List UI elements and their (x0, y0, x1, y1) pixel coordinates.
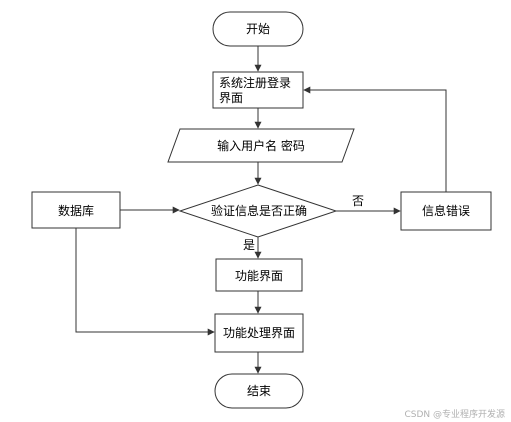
database-label: 数据库 (58, 203, 94, 218)
register-login-node (212, 71, 304, 109)
edge-yes-label: 是 (243, 238, 255, 252)
register-login-label-line1: 系统注册登录 (219, 75, 291, 90)
function-process-node (214, 313, 304, 353)
error-label: 信息错误 (422, 203, 470, 218)
start-label: 开始 (246, 22, 270, 36)
end-node (214, 373, 304, 409)
function-process-label: 功能处理界面 (223, 326, 295, 340)
function-screen-node (215, 258, 303, 292)
end-label: 结束 (247, 384, 271, 398)
verify-label: 验证信息是否正确 (211, 203, 307, 218)
register-login-label-line2: 界面 (219, 91, 243, 105)
edge-error-register (303, 86, 447, 192)
database-node (31, 191, 121, 229)
edge-no-label: 否 (352, 194, 364, 208)
watermark: CSDN @专业程序开发源 (404, 410, 505, 420)
edge-database-process (75, 228, 215, 336)
error-node (400, 191, 492, 231)
function-screen-label: 功能界面 (235, 269, 283, 283)
input-label: 输入用户名 密码 (217, 138, 305, 153)
input-node (167, 128, 355, 163)
